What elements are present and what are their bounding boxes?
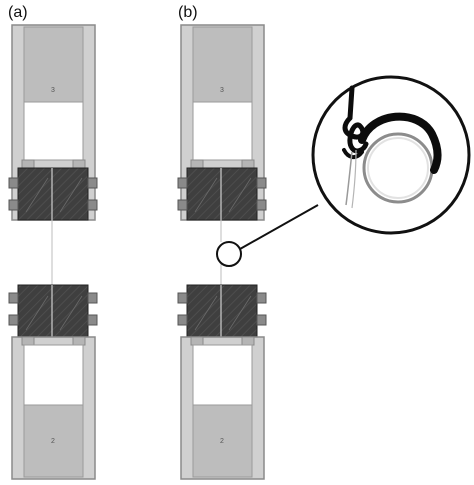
upper-clamp-b xyxy=(177,167,267,221)
lower-window-b xyxy=(192,344,253,406)
lower-plate-a xyxy=(23,404,84,478)
upper-plate-text-b: 3 xyxy=(220,87,224,94)
lower-frame-a: 2 xyxy=(11,336,96,480)
fixture-b: 3 xyxy=(177,24,319,480)
fiber-knot-arc xyxy=(358,112,442,174)
upper-plate-a xyxy=(23,26,84,103)
fiber-trailing xyxy=(345,151,353,206)
upper-window-a xyxy=(23,101,84,161)
upper-plate-text-a: 3 xyxy=(51,87,55,94)
fiber-incoming xyxy=(347,85,355,121)
lower-plate-text-a: 2 xyxy=(51,438,55,445)
lower-plate-text-b: 2 xyxy=(220,438,224,445)
lower-plate-b xyxy=(192,404,253,478)
lower-clamp-a xyxy=(8,284,98,338)
upper-plate-b xyxy=(192,26,253,103)
upper-window-b xyxy=(192,101,253,161)
lower-window-a xyxy=(23,344,84,406)
magnifier-callout xyxy=(311,75,471,235)
lower-clamp-b xyxy=(177,284,267,338)
callout-leader-line xyxy=(239,204,319,250)
panel-label-b: (b) xyxy=(178,4,198,21)
lower-frame-b: 2 xyxy=(180,336,265,480)
break-marker-circle xyxy=(216,241,242,267)
fixture-a: 3 xyxy=(8,24,98,480)
magnifier-circle xyxy=(311,75,471,235)
panel-label-a: (a) xyxy=(8,4,28,21)
upper-clamp-a xyxy=(8,167,98,221)
